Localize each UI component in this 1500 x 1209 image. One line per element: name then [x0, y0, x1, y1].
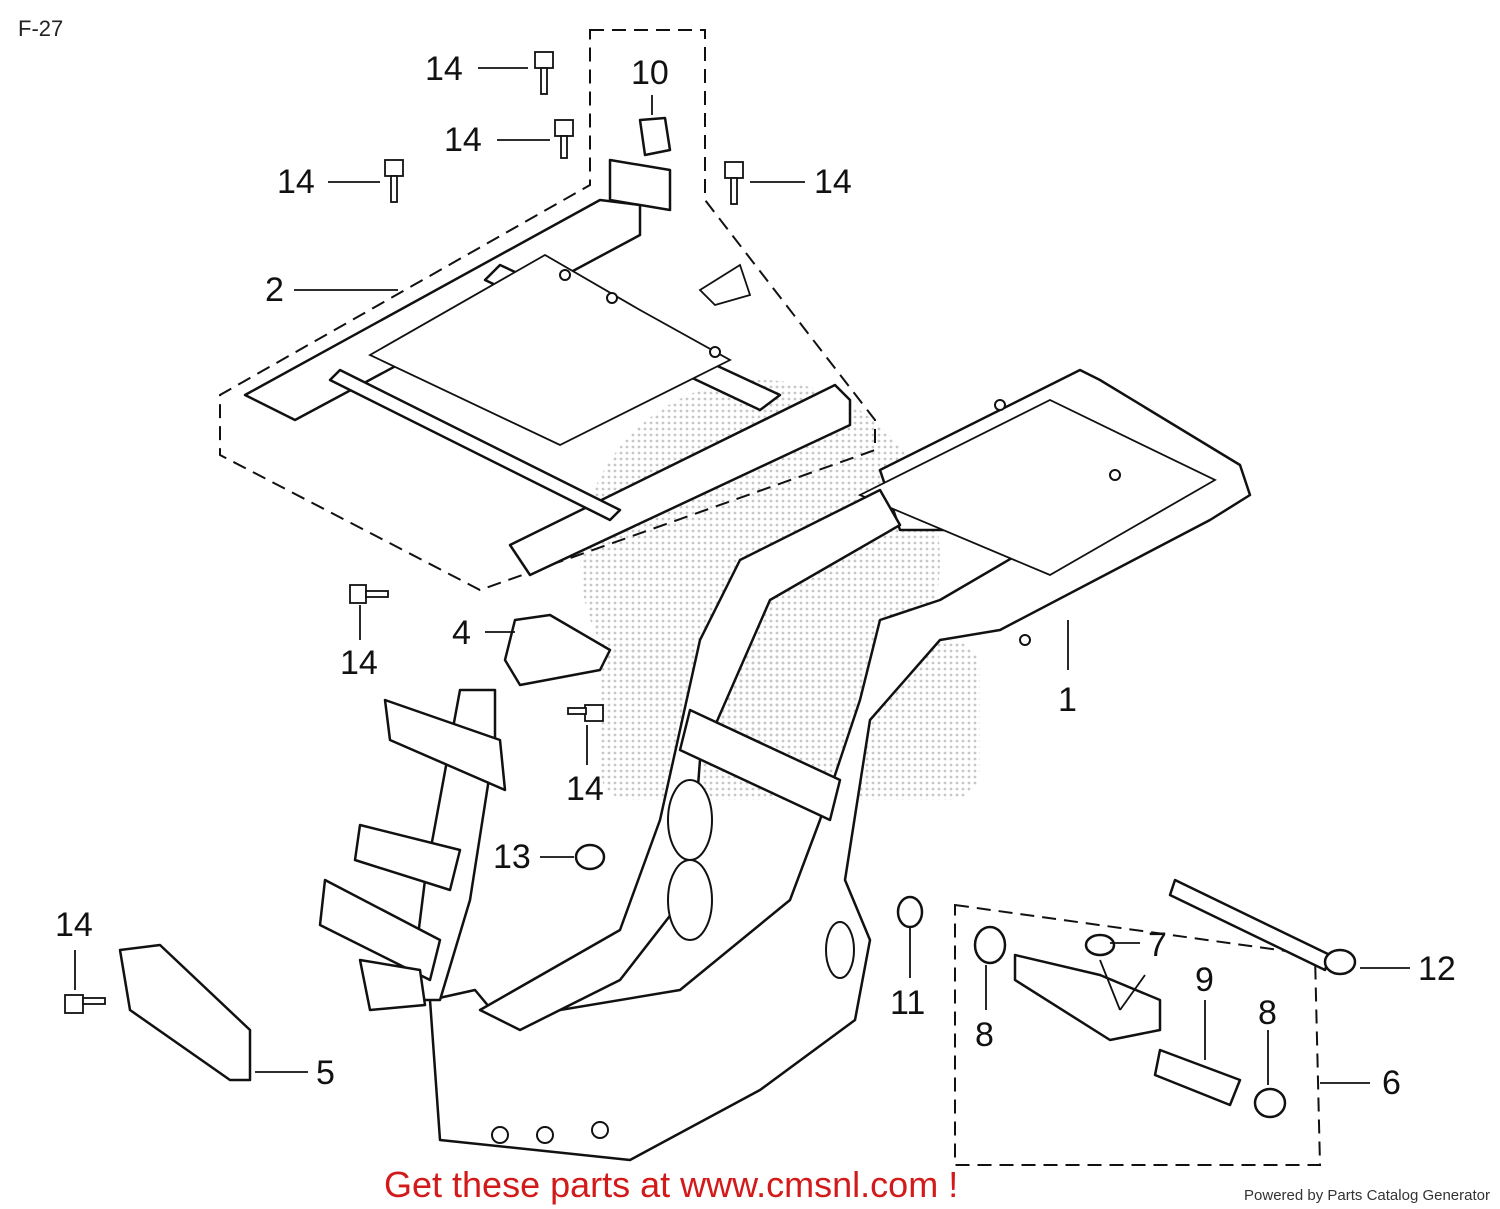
callout-14-upper: 14: [444, 121, 482, 159]
main-frame: [428, 368, 1252, 1162]
page-code: F-27: [18, 16, 64, 41]
callout-8-right: 8: [1258, 994, 1277, 1032]
callout-4: 4: [452, 614, 471, 652]
callout-2: 2: [265, 271, 284, 309]
steering-head-assembly: [318, 688, 507, 1012]
assembly-boundary-2: [219, 29, 876, 592]
callout-11: 11: [890, 984, 926, 1022]
callout-10: 10: [631, 54, 669, 92]
rubber-part-10: [638, 116, 672, 157]
callout-12: 12: [1418, 950, 1456, 988]
callout-14-mid-left: 14: [340, 644, 378, 682]
assembly-boundary-6: [954, 903, 1322, 1166]
promo-link[interactable]: Get these parts at www.cmsnl.com !: [384, 1164, 959, 1205]
nut-part-13: [574, 843, 606, 871]
leader-lines: [74, 67, 1410, 1085]
callout-14-mid: 14: [566, 770, 604, 808]
callout-1: 1: [1058, 681, 1077, 719]
seat-rail-frame: [243, 158, 852, 577]
bracket-part-5: [118, 943, 252, 1082]
bracket-part-4: [503, 613, 612, 687]
generator-credit: Powered by Parts Catalog Generator: [1244, 1187, 1490, 1204]
pivot-assembly-6: [973, 878, 1357, 1119]
callout-8-left: 8: [975, 1016, 994, 1054]
bolt-set-14: [64, 51, 744, 1014]
callout-14-left: 14: [277, 163, 315, 201]
callout-14-bottom-left: 14: [55, 906, 93, 944]
callout-14-top: 14: [425, 50, 463, 88]
callout-9: 9: [1195, 961, 1214, 999]
callout-5: 5: [316, 1054, 335, 1092]
callout-13: 13: [493, 838, 531, 876]
washer-part-11: [896, 895, 924, 929]
callout-6: 6: [1382, 1064, 1401, 1102]
callout-7: 7: [1148, 926, 1167, 964]
callout-14-right: 14: [814, 163, 852, 201]
